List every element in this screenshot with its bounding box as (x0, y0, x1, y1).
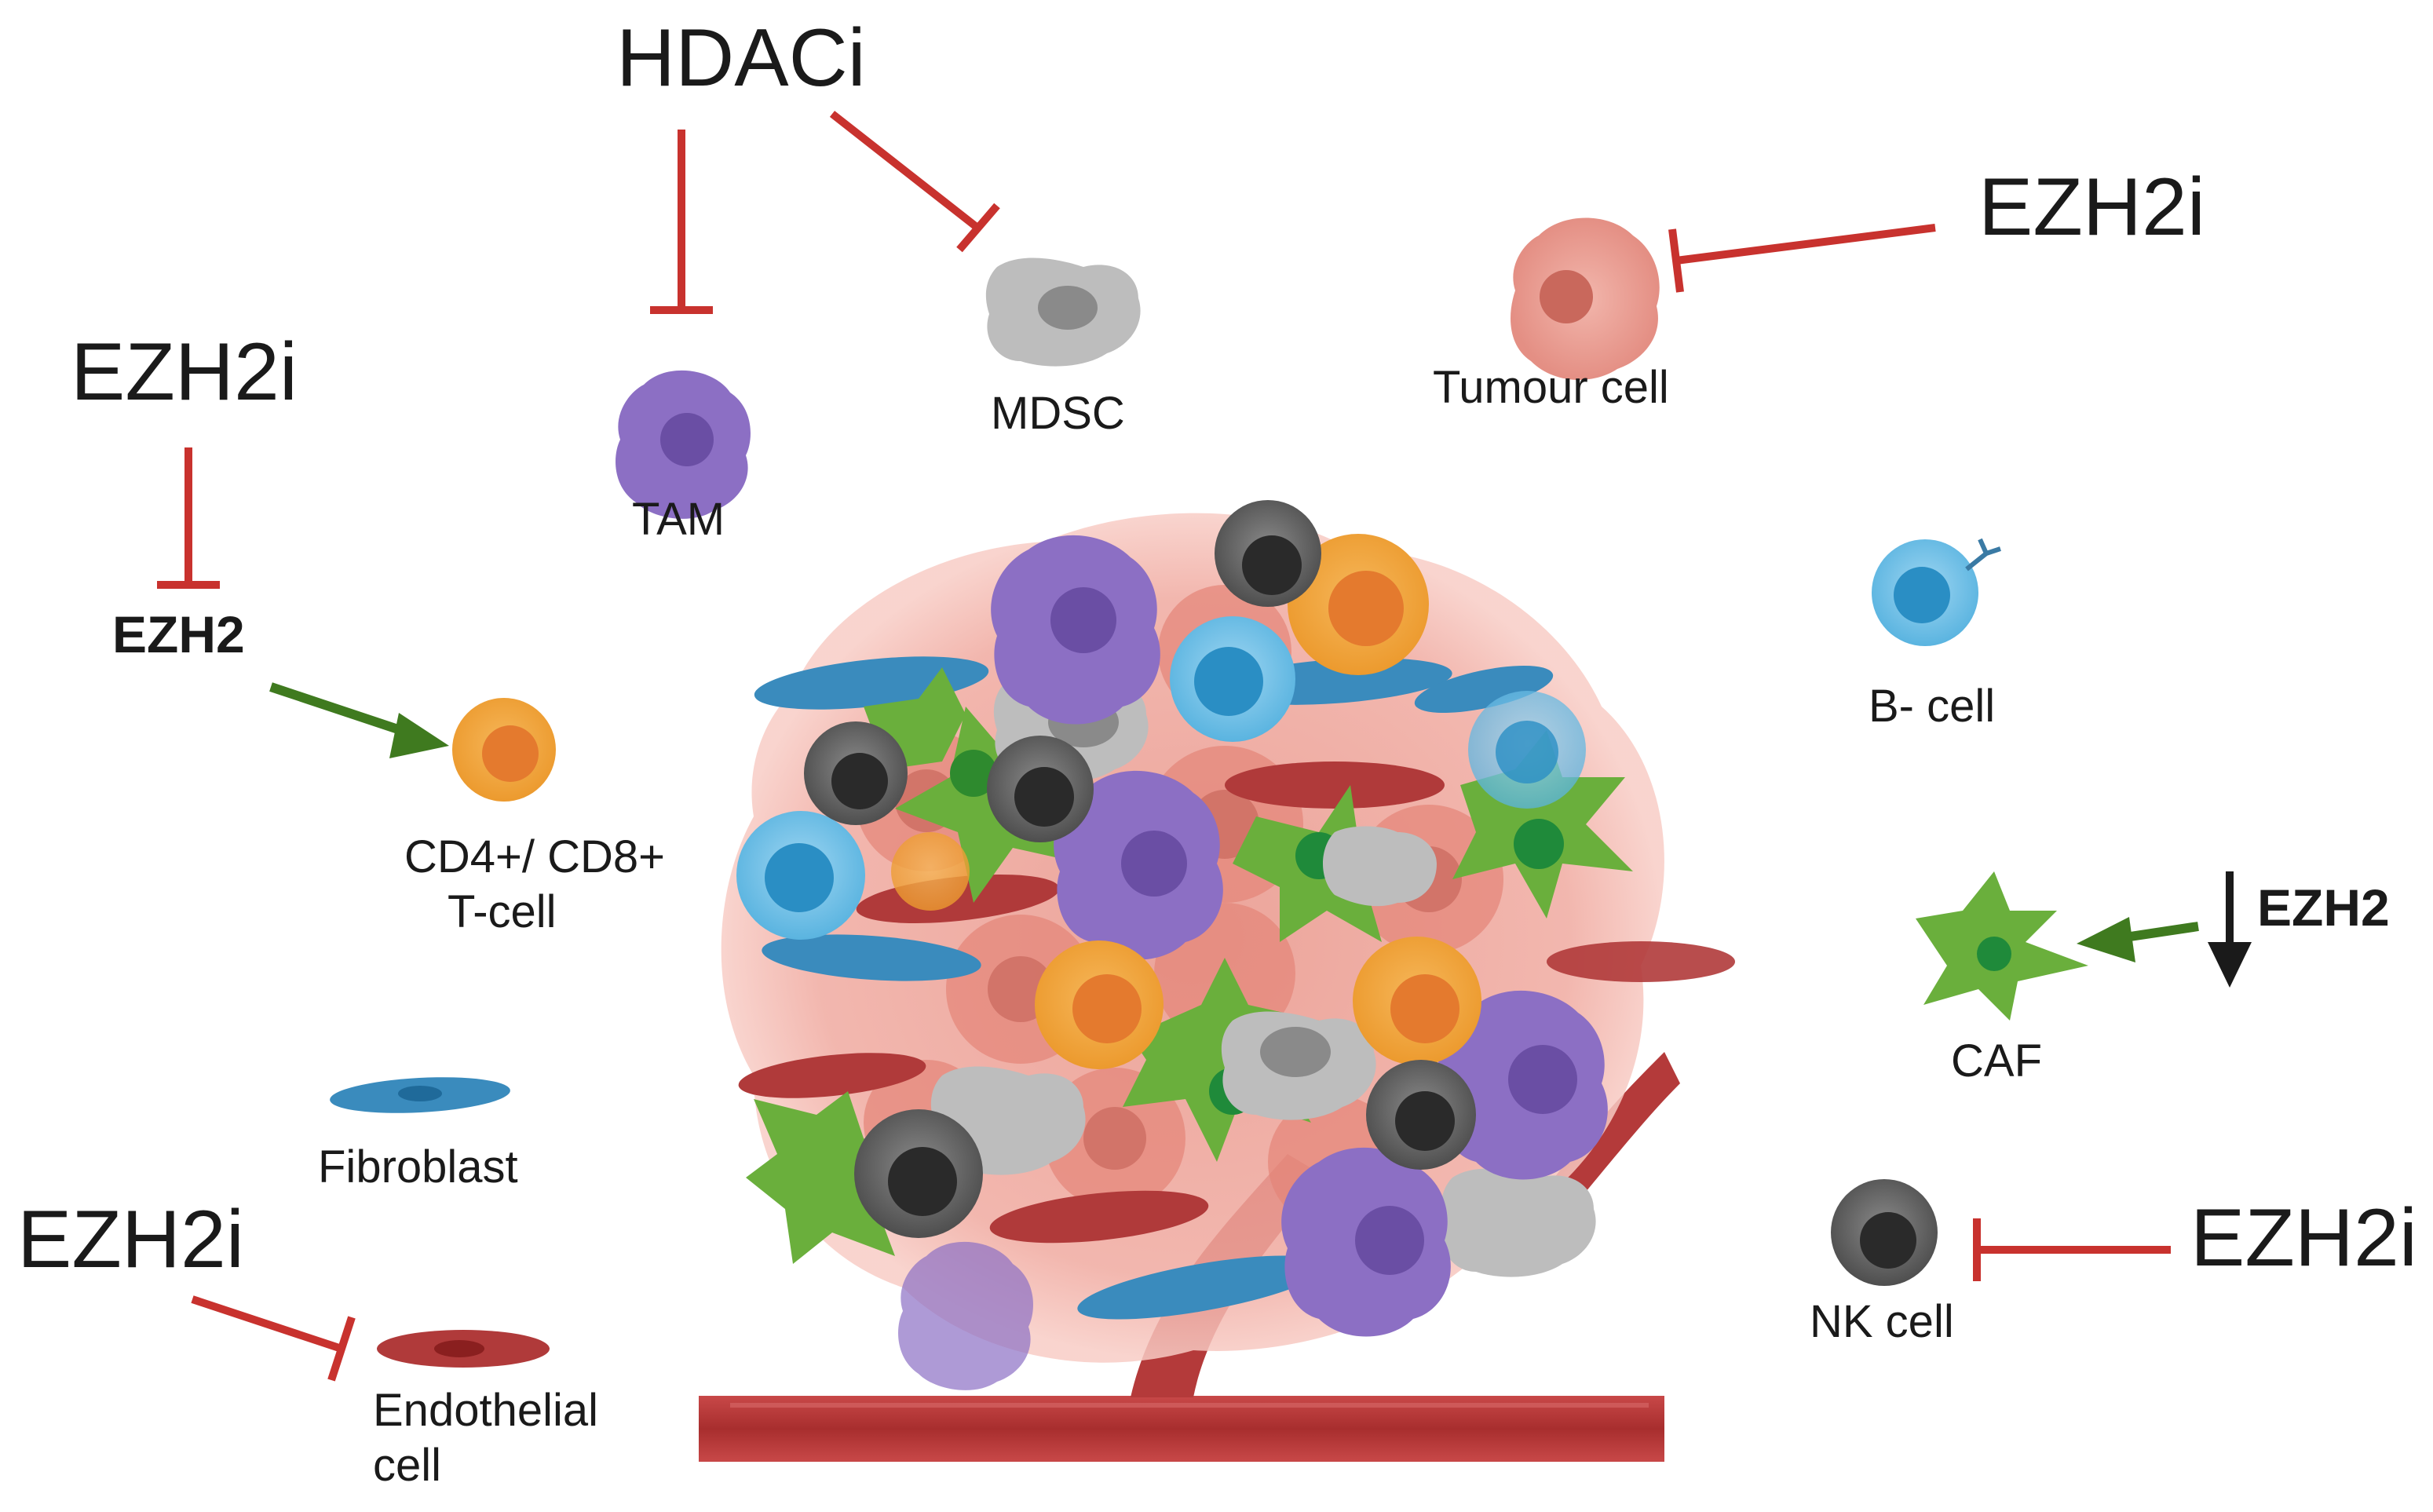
tumour-cell (1511, 217, 1660, 380)
hdaci-mdsc-inhibition (829, 111, 1000, 253)
tam-label: TAM (632, 494, 725, 545)
caf-cell (1916, 871, 2088, 1021)
hdaci-label: HDACi (616, 13, 866, 104)
tumour-cell-label: Tumour cell (1433, 362, 1669, 413)
ezh2i-label-top-right: EZH2i (1978, 162, 2205, 253)
ezh2i-tumour-inhibition (1668, 224, 1936, 293)
ezh2-label-left: EZH2 (112, 605, 245, 663)
nk-cell (1831, 1179, 1938, 1286)
tam-cell (616, 370, 751, 519)
caf-label: CAF (1951, 1035, 2042, 1087)
activation-arrows (269, 682, 2199, 962)
mdsc-cell (985, 257, 1141, 367)
hdaci-tam-inhibition (650, 130, 713, 314)
ezh2i-ezh2-inhibition (157, 447, 220, 589)
ezh2-caf-activation (2077, 917, 2199, 962)
t-cell-label-line2: T-cell (448, 886, 557, 937)
inhibition-arrows (157, 111, 2171, 1382)
ezh2i-nk-inhibition (1973, 1218, 2171, 1281)
fibroblast-label: Fibroblast (318, 1141, 518, 1192)
endothelial-label-line1: Endothelial (373, 1385, 598, 1436)
endothelial-label-line2: cell (373, 1440, 442, 1491)
mdsc-label: MDSC (991, 388, 1125, 439)
ezh2-t-cell-activation (269, 682, 449, 758)
ezh2-decrease-arrow (2208, 871, 2252, 988)
ezh2i-endothelial-inhibition (191, 1295, 356, 1382)
ezh2i-label-bottom-right: EZH2i (2190, 1192, 2417, 1284)
tumour-microenvironment-mass (721, 500, 1735, 1390)
endothelial-cell (377, 1330, 550, 1368)
nk-cell-label: NK cell (1810, 1296, 1954, 1347)
ezh2i-label-left: EZH2i (71, 327, 298, 418)
b-cell-label: B- cell (1869, 681, 1996, 732)
ezh2-label-right: EZH2 (2257, 878, 2390, 937)
t-cell-label-line1: CD4+/ CD8+ (404, 831, 666, 882)
b-cell (1872, 538, 2001, 646)
ezh2i-label-bottom-left: EZH2i (17, 1194, 244, 1285)
fibroblast-cell (330, 1077, 510, 1113)
t-cell (452, 698, 556, 802)
